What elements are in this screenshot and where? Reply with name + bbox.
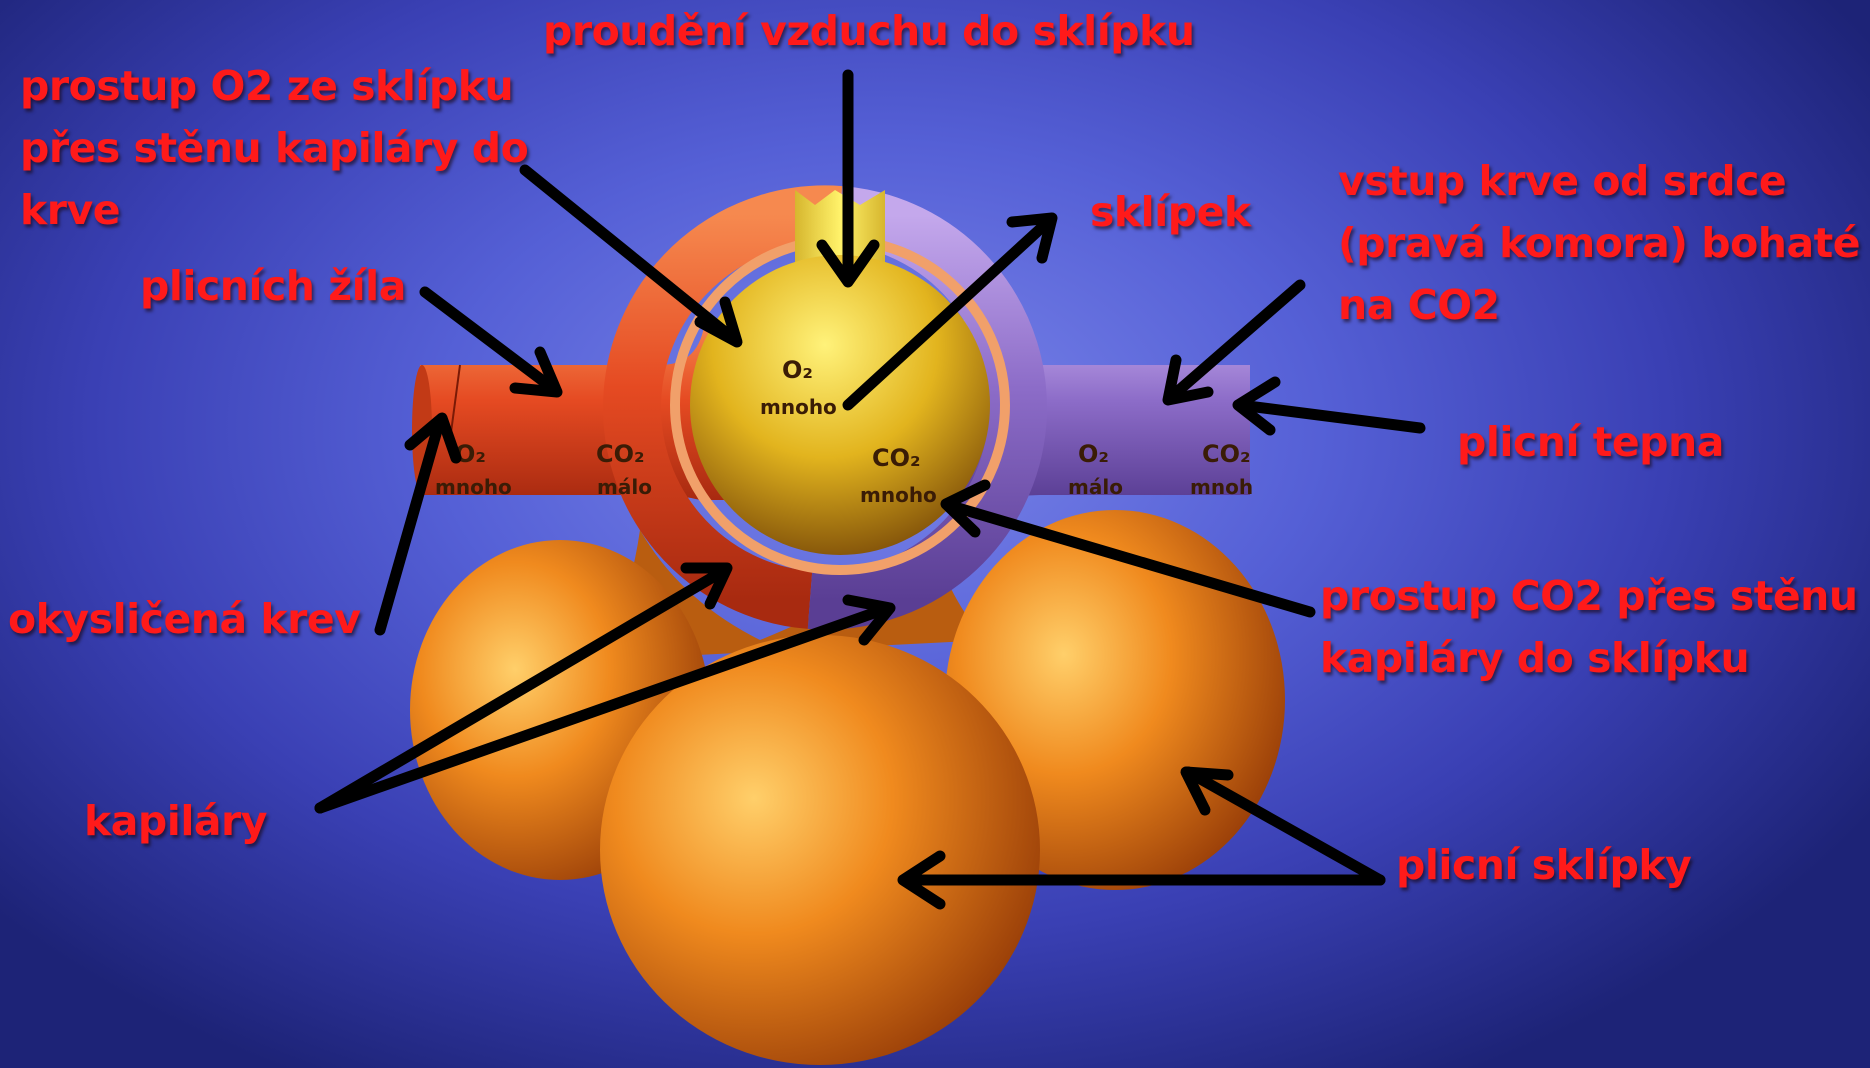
- alveolus-co2-amount: mnoho: [860, 483, 937, 507]
- artery-co2-label: CO₂: [1202, 440, 1251, 468]
- label-o2-transfer-line-3: krve: [20, 179, 528, 241]
- label-pulmonary-vein: plicních žíla: [140, 255, 406, 317]
- label-o2-transfer: prostup O2 ze sklípku přes stěnu kapilár…: [20, 55, 528, 241]
- label-o2-transfer-line-2: přes stěnu kapiláry do: [20, 117, 528, 179]
- artery-co2-amount: mnoh: [1190, 475, 1253, 499]
- alveolus-front: [600, 635, 1040, 1065]
- arrow-pulmonary-artery: [1238, 382, 1420, 430]
- alveolus-co2-label: CO₂: [872, 444, 921, 472]
- label-blood-inflow-line-3: na CO2: [1338, 274, 1860, 336]
- alveolus-o2-amount: mnoho: [760, 395, 837, 419]
- artery-o2-amount: málo: [1068, 475, 1123, 499]
- label-blood-inflow-line-1: vstup krve od srdce: [1338, 150, 1860, 212]
- label-co2-transfer-line-1: prostup CO2 přes stěnu: [1320, 565, 1858, 627]
- artery-o2-label: O₂: [1078, 440, 1109, 468]
- label-co2-transfer-line-2: kapiláry do sklípku: [1320, 627, 1858, 689]
- vein-co2-amount: málo: [597, 475, 652, 499]
- alveolus-o2-label: O₂: [782, 356, 813, 384]
- label-pulmonary-artery: plicní tepna: [1457, 411, 1724, 473]
- vein-co2-label: CO₂: [596, 440, 645, 468]
- label-capillaries: kapiláry: [84, 790, 267, 852]
- label-blood-inflow-line-2: (pravá komora) bohaté: [1338, 212, 1860, 274]
- label-alveoli: plicní sklípky: [1396, 834, 1691, 896]
- vein-o2-amount: mnoho: [435, 475, 512, 499]
- label-blood-inflow: vstup krve od srdce (pravá komora) bohat…: [1338, 150, 1860, 336]
- label-alveolus: sklípek: [1090, 181, 1251, 243]
- label-airflow: proudění vzduchu do sklípku: [543, 0, 1195, 62]
- label-oxygenated-blood: okysličená krev: [8, 588, 360, 650]
- arrow-airflow: [822, 75, 874, 282]
- label-co2-transfer: prostup CO2 přes stěnu kapiláry do sklíp…: [1320, 565, 1858, 689]
- label-o2-transfer-line-1: prostup O2 ze sklípku: [20, 55, 528, 117]
